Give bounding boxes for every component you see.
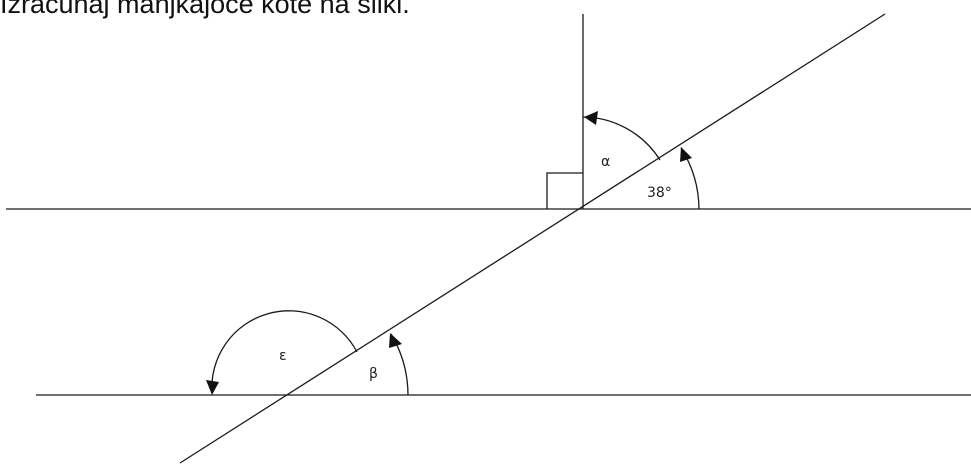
epsilon-arrowhead — [206, 380, 219, 395]
transversal-line — [179, 13, 886, 464]
alpha-label: α — [601, 154, 610, 170]
task-instruction: Izračunaj manjkajoče kote na sliki. — [0, 0, 410, 19]
beta-label: β — [369, 366, 378, 382]
right-angle-marker — [546, 172, 583, 209]
given-angle-arrowhead — [680, 147, 692, 162]
alpha-arrowhead — [584, 111, 598, 125]
epsilon-label: ε — [279, 348, 287, 364]
epsilon-arc — [211, 310, 358, 394]
given-angle-label: 38° — [647, 185, 672, 201]
beta-arrowhead — [389, 333, 402, 348]
